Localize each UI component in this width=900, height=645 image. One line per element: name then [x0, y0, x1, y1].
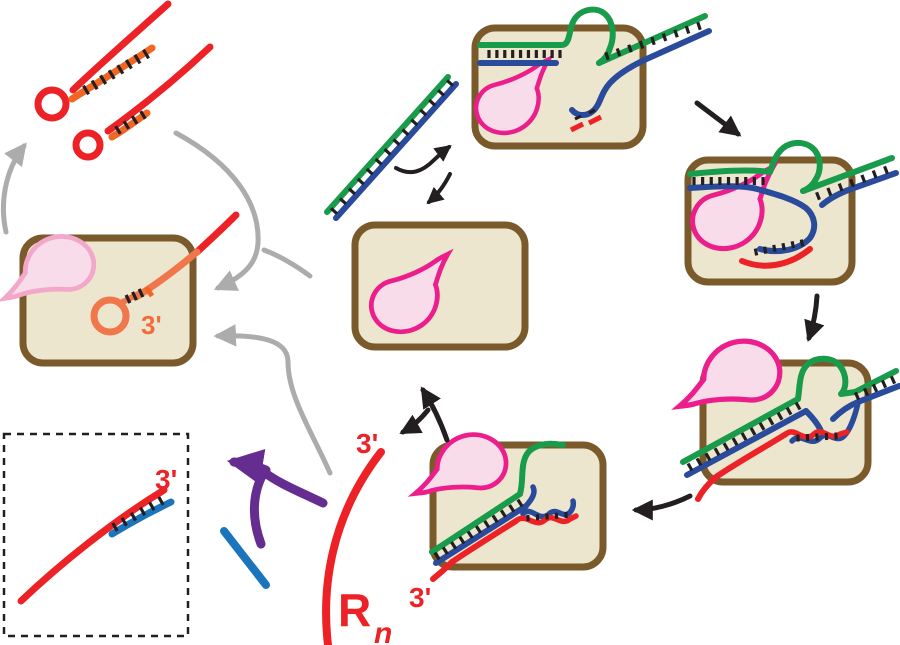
left-complex-strand — [90, 211, 240, 336]
gray-arrow-to-products — [0, 142, 27, 235]
dashed-box-three-prime-label: 3' — [155, 464, 177, 495]
free-duplex-blue — [333, 81, 459, 221]
late-elongation-complex-strands — [680, 355, 900, 502]
free-duplex-basepairs — [329, 79, 455, 215]
box4-red-helix — [513, 513, 579, 526]
box1-basepairs-row — [487, 50, 562, 58]
template-basepairs — [111, 496, 165, 532]
equilibrium-reverse-arrow — [426, 172, 452, 205]
left-orange-tick — [143, 285, 155, 298]
left-hairpin-loop — [90, 296, 130, 336]
hairpin1-basepairs — [82, 48, 150, 96]
elongation-complex-strands — [687, 139, 899, 269]
purple-merge-arrow — [226, 448, 328, 549]
dashed-template-content — [17, 486, 175, 605]
product-subscript-label: n — [374, 617, 392, 645]
gray-arrow-branch — [261, 247, 313, 279]
box1-ntp-dash-1 — [569, 121, 585, 133]
box1-green-template — [477, 6, 616, 66]
hairpin2-red-strand — [104, 43, 214, 135]
cycle-step-arrows — [394, 100, 825, 521]
box1-pairing-tick-1 — [574, 114, 582, 121]
free-primer-strand — [220, 527, 270, 589]
box4-basepairs-duplex — [433, 498, 524, 561]
left-box-three-prime-label: 3' — [141, 310, 162, 340]
box3-green-duplex — [680, 396, 801, 465]
box1-basepairs-arm — [604, 21, 702, 61]
gray-recycle-arrows — [0, 130, 333, 476]
box3-basepairs-helix — [796, 432, 838, 442]
free-duplex-green — [324, 74, 451, 215]
initiation-complex-strands — [477, 6, 712, 133]
box2-blue-duplex-arm — [819, 170, 899, 208]
arrow-late-to-termination — [631, 493, 693, 521]
gray-arrow-lower — [213, 324, 333, 476]
box3-red-tail — [695, 431, 789, 502]
box4-three-prime-label: 3' — [409, 582, 431, 613]
box3-green-loop — [795, 355, 858, 402]
free-duplex — [324, 74, 459, 221]
box2-basepairs-row — [692, 177, 765, 185]
box2-basepairs-arm — [815, 165, 889, 201]
box2-green-duplex-arm — [800, 155, 895, 194]
box4-green-duplex — [429, 491, 523, 555]
arrow-termination-to-enzyme — [420, 386, 450, 443]
box3-blue-duplex — [684, 408, 809, 478]
box1-pairing-tick-2 — [588, 108, 596, 115]
hairpin2-loop — [72, 129, 104, 161]
left-red-tail — [193, 211, 240, 256]
rn-red-strand — [322, 448, 385, 645]
arrow-initiation-to-elongation — [694, 100, 742, 137]
hairpin-product-1 — [34, 0, 172, 122]
box1-ntp-dash-2 — [587, 114, 603, 126]
dashed-template-box — [2, 432, 190, 638]
hairpin2-basepairs — [114, 110, 147, 135]
box4-green-released-end — [517, 440, 566, 497]
box3-green-arm — [852, 368, 899, 395]
box4-blue-hook — [523, 484, 537, 509]
box2-green-template — [687, 139, 823, 194]
arrow-release-product — [399, 407, 431, 435]
box4-blue-helix — [520, 498, 577, 520]
hairpin1-red-strand — [69, 0, 172, 94]
left-stub-basepairs — [124, 288, 145, 304]
box2-basepairs-nascent — [753, 239, 805, 256]
box2-red-nascent — [739, 246, 813, 269]
box3-basepairs-arm — [853, 375, 897, 401]
product-symbol-label: R — [338, 584, 371, 636]
hairpin1-loop — [34, 86, 70, 122]
box4-red-tail — [430, 518, 519, 582]
template-red-strand — [17, 486, 168, 605]
released-product-rn — [322, 448, 385, 645]
termination-complex-strands — [429, 440, 579, 582]
hairpin-product-2 — [72, 43, 214, 161]
box3-basepairs-duplex — [686, 401, 802, 472]
purple-arrow-head-shaft — [226, 448, 271, 485]
product-three-prime-label: 3' — [356, 428, 378, 459]
arrow-elongation-to-late — [804, 293, 825, 342]
box1-blue-strand-right — [569, 28, 712, 118]
equilibrium-forward-arrow — [394, 144, 452, 175]
box4-basepairs-helix — [526, 511, 568, 522]
purple-arrow-lower-tail — [249, 471, 267, 549]
purple-arrow-upper-tail — [259, 467, 328, 508]
gray-arrow-big-arc — [173, 130, 261, 291]
box4-blue-duplex — [433, 503, 529, 566]
box2-blue-strand — [687, 183, 818, 255]
